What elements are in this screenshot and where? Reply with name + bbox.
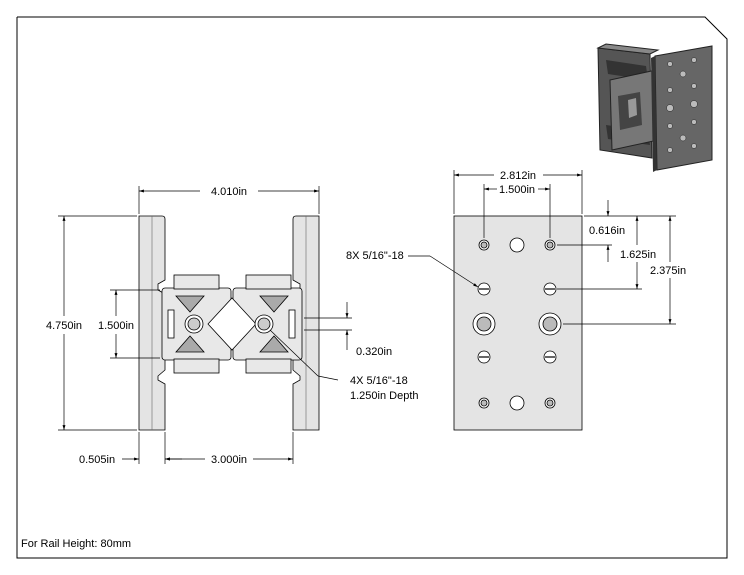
side-width-label: 2.812in (500, 170, 536, 182)
front-height-label: 4.750in (46, 320, 82, 332)
hole-callout-label: 8X 5/16"-18 (346, 250, 404, 262)
side-dim-mid-label: 1.625in (620, 249, 656, 261)
front-view-dimensions (58, 186, 352, 464)
tap-offset-label: 0.320in (356, 346, 392, 358)
isometric-preview (596, 43, 713, 172)
side-hole-spacing-label: 1.500in (499, 184, 535, 196)
front-width-label: 4.010in (211, 186, 247, 198)
footer-note: For Rail Height: 80mm (21, 538, 132, 550)
tap-callout-line2: 1.250in Depth (350, 390, 419, 402)
side-view-dimensions (408, 170, 676, 325)
front-inner-height-label: 1.500in (98, 320, 134, 332)
tap-callout-line1: 4X 5/16"-18 (350, 375, 408, 387)
sheet-border (16, 16, 728, 559)
front-view (138, 215, 320, 431)
side-dim-top-label: 0.616in (589, 225, 625, 237)
side-dim-center-label: 2.375in (650, 265, 686, 277)
rail-offset-label: 0.505in (79, 454, 115, 466)
side-view (453, 215, 583, 431)
rail-spacing-label: 3.000in (211, 454, 247, 466)
